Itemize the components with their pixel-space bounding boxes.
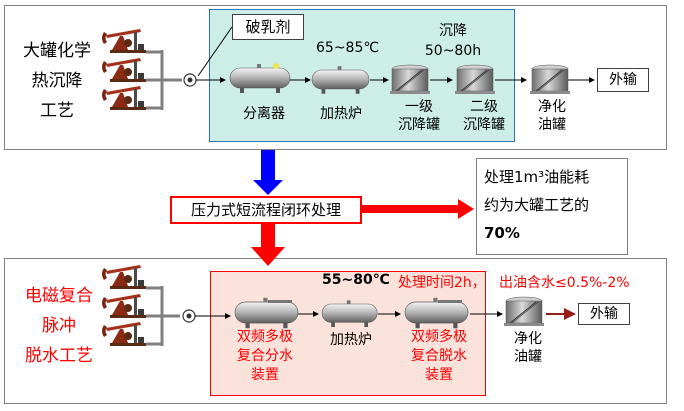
top-title-line-2: 热沉降	[31, 71, 83, 91]
bottom-clean-oil-tank-label: 净化 油罐	[500, 330, 556, 366]
top-temperature-label: 65~85℃	[316, 40, 380, 56]
result-box	[476, 158, 628, 255]
bottom-dehydration-unit-line-3: 装置	[425, 367, 453, 383]
bottom-clean-oil-tank-line-1: 净化	[514, 331, 542, 347]
pump-icon	[183, 73, 197, 87]
top-flow-lines	[196, 26, 595, 83]
bottom-title-line-2: 脉冲	[42, 316, 76, 336]
down-arrow-icon	[253, 150, 283, 195]
demulsifier-box: 破乳剂	[232, 14, 304, 40]
top-process-panel	[4, 5, 667, 150]
top-settling-label-line-1: 沉降	[439, 23, 467, 39]
horizontal-vessel-icon	[311, 65, 370, 95]
bottom-dehydration-unit-line-2: 复合脱水	[411, 348, 467, 364]
bottom-water-content-label: 出油含水≤0.5%-2%	[499, 275, 630, 291]
bottom-dehydration-unit-label: 双频多极 复合脱水 装置	[399, 328, 479, 385]
down-arrow-icon	[251, 224, 285, 266]
demulsifier-label: 破乳剂	[245, 18, 291, 36]
bottom-process-title: 电磁复合 脉冲 脱水工艺	[16, 281, 102, 371]
process-box-label: 压力式短流程闭环处理	[190, 201, 341, 219]
storage-tank-icon	[389, 64, 431, 95]
top-secondary-settler-line-2: 沉降罐	[463, 117, 505, 133]
bottom-dehydration-unit-line-1: 双频多极	[411, 329, 467, 345]
top-heater-label: 加热炉	[320, 106, 362, 122]
storage-tank-icon	[529, 64, 571, 95]
top-clean-oil-tank-label: 净化 油罐	[524, 98, 580, 134]
top-primary-settler-label: 一级 沉降罐	[386, 98, 452, 134]
top-settling-label: 沉降 50~80h	[418, 21, 488, 61]
result-value: 70%	[484, 224, 520, 242]
bottom-treatment-area	[210, 271, 486, 396]
oil-pump-jack-icon	[102, 58, 146, 82]
oil-pump-jack-icon	[102, 294, 146, 318]
bottom-title-line-1: 电磁复合	[25, 286, 93, 306]
oil-pump-jack-icon	[102, 265, 146, 289]
result-line-1: 处理1m³油能耗	[484, 168, 590, 186]
bottom-separation-unit-line-1: 双频多极	[237, 329, 293, 345]
top-process-title: 大罐化学 热沉降 工艺	[14, 36, 100, 126]
storage-tank-icon	[503, 296, 545, 327]
storage-tank-icon	[454, 64, 496, 95]
bottom-manifold-pipes	[146, 286, 180, 346]
bottom-title-line-3: 脱水工艺	[25, 346, 93, 366]
top-title-line-1: 大罐化学	[23, 41, 91, 61]
bottom-process-panel	[4, 258, 667, 404]
bottom-heater-label: 加热炉	[330, 332, 372, 348]
bottom-separation-unit-label: 双频多极 复合分水 装置	[225, 328, 305, 385]
top-clean-oil-tank-line-2: 油罐	[538, 117, 566, 133]
pump-icon	[182, 309, 196, 323]
oil-pump-jack-icon	[102, 29, 146, 53]
bottom-time-label: 处理时间2h，	[398, 275, 486, 291]
bottom-clean-oil-tank-line-2: 油罐	[514, 349, 542, 365]
horizontal-vessel-icon	[229, 63, 291, 94]
result-text: 处理1m³油能耗 约为大罐工艺的 70%	[484, 163, 589, 247]
bottom-separation-unit-line-2: 复合分水	[237, 348, 293, 364]
horizontal-vessel-ladder	[268, 300, 292, 303]
top-manifold-pipes	[146, 50, 182, 110]
process-box: 压力式短流程闭环处理	[170, 196, 362, 224]
top-primary-settler-line-1: 一级	[405, 99, 433, 115]
horizontal-vessel-ladder	[438, 300, 462, 303]
result-line-2: 约为大罐工艺的	[484, 196, 590, 214]
top-primary-settler-line-2: 沉降罐	[398, 117, 440, 133]
top-secondary-settler-label: 二级 沉降罐	[451, 98, 517, 134]
top-secondary-settler-line-1: 二级	[470, 99, 498, 115]
oil-pump-jack-icon	[102, 322, 146, 346]
top-export-label: 外输	[609, 72, 637, 88]
horizontal-vessel-icon	[321, 299, 378, 328]
top-settling-label-line-2: 50~80h	[424, 43, 482, 59]
top-clean-oil-tank-line-1: 净化	[538, 99, 566, 115]
demulsifier-injection-point	[273, 63, 279, 69]
bottom-export-label: 外输	[590, 306, 618, 322]
oil-pump-jack-icon	[102, 86, 146, 110]
bottom-separation-unit-line-3: 装置	[251, 367, 279, 383]
top-export-box: 外输	[597, 68, 649, 92]
bottom-flow-lines	[195, 311, 503, 319]
top-separator-label: 分离器	[243, 106, 285, 122]
top-title-line-3: 工艺	[40, 101, 74, 121]
bottom-export-box: 外输	[578, 303, 630, 325]
right-arrow-icon	[362, 199, 474, 219]
bottom-temperature-label: 55~80℃	[322, 272, 390, 288]
